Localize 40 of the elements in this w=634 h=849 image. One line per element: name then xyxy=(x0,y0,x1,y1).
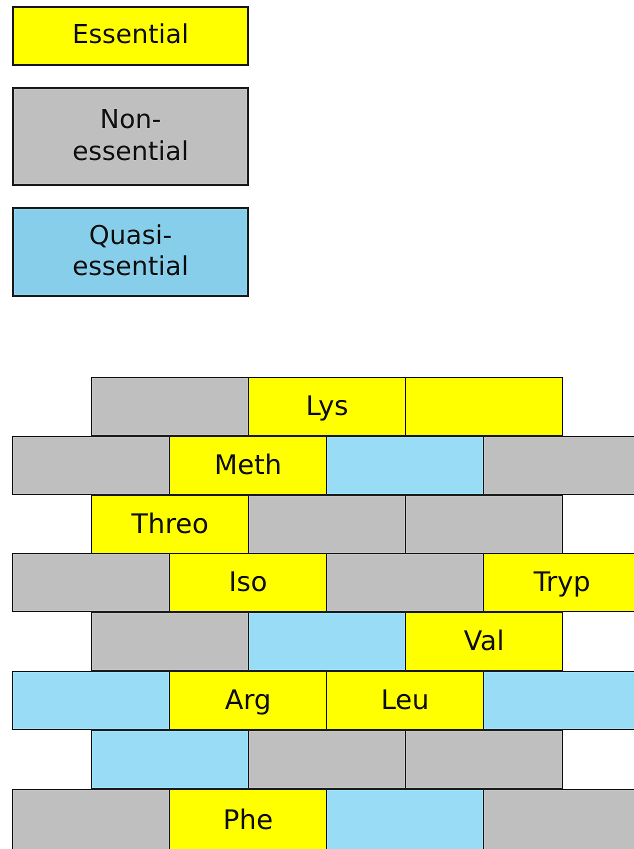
legend-label: Quasi- essential xyxy=(71,220,190,284)
brick xyxy=(91,495,249,554)
brick xyxy=(12,671,170,730)
brick-label: Phe xyxy=(222,804,273,836)
brick xyxy=(169,789,327,849)
brick xyxy=(483,671,634,730)
brick xyxy=(248,377,406,436)
brick-label: Tryp xyxy=(534,567,590,598)
legend-label: Essential xyxy=(72,20,189,52)
brick xyxy=(326,553,484,612)
brick xyxy=(248,730,406,789)
brick xyxy=(91,377,249,436)
brick-label: Iso xyxy=(228,567,268,598)
brick xyxy=(326,436,484,495)
brick xyxy=(169,553,327,612)
brick xyxy=(326,671,484,730)
brick xyxy=(405,730,563,789)
brick xyxy=(248,612,406,671)
brick xyxy=(326,789,484,849)
brick-label: Val xyxy=(464,626,504,657)
brick xyxy=(405,495,563,554)
brick-label: Threo xyxy=(131,509,209,540)
brick xyxy=(405,377,563,436)
brick xyxy=(12,553,170,612)
brick xyxy=(483,789,634,849)
brick xyxy=(405,612,563,671)
brick xyxy=(483,553,634,612)
brick xyxy=(91,612,249,671)
brick xyxy=(12,436,170,495)
brick-label: Leu xyxy=(380,685,430,716)
brick xyxy=(12,789,170,849)
brick xyxy=(169,671,327,730)
brick-label: Arg xyxy=(224,685,272,716)
brick xyxy=(248,495,406,554)
brick-label: Meth xyxy=(214,450,282,481)
brick-label: Lys xyxy=(306,391,348,422)
brick xyxy=(169,436,327,495)
brick xyxy=(483,436,634,495)
legend-label: Non- essential xyxy=(71,105,190,168)
brick xyxy=(91,730,249,789)
